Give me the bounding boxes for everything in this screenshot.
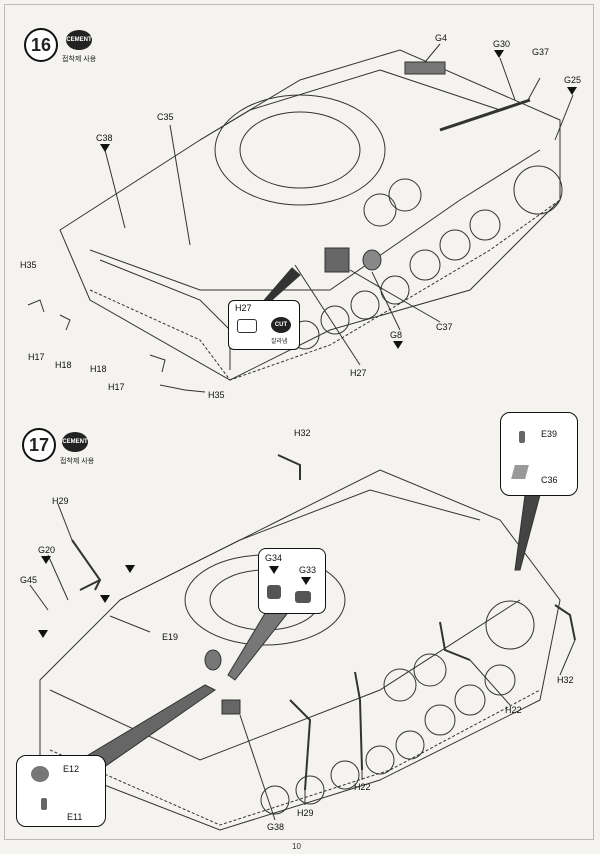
cut-icon: CUT (271, 317, 291, 333)
part-label-e39: E39 (541, 429, 558, 439)
part-label-g34: G34 (265, 553, 283, 563)
part-label-g37: G37 (532, 47, 550, 57)
part-label-g33: G33 (299, 565, 317, 575)
triangle-marker-icon (125, 565, 135, 573)
part-label-h29: H29 (52, 496, 69, 506)
part-label-h29: H29 (297, 808, 314, 818)
part-label-c36: C36 (541, 475, 558, 485)
step-17-number: 17 (22, 428, 56, 462)
triangle-marker-icon (494, 50, 504, 58)
part-label-h27: H27 (350, 368, 367, 378)
part-label-h35: H35 (208, 390, 225, 400)
inset-e39-c36: E39 C36 (500, 412, 578, 496)
part-label-h32: H32 (294, 428, 311, 438)
part-h27-icon (237, 319, 257, 333)
page-border (4, 4, 594, 840)
part-label-h27: H27 (235, 303, 252, 313)
step16-hull-drawing (27, 43, 574, 393)
part-g34-icon (267, 585, 281, 599)
part-label-h17: H17 (28, 352, 45, 362)
part-label-h17: H17 (108, 382, 125, 392)
inset-e12-e11: E12 E11 (16, 755, 106, 827)
triangle-marker-icon (100, 595, 110, 603)
triangle-marker-icon (301, 577, 311, 585)
part-label-g4: G4 (435, 33, 448, 43)
inset-g34-g33: G34 G33 (258, 548, 326, 614)
triangle-marker-icon (567, 87, 577, 95)
page-number: 10 (292, 842, 301, 851)
part-label-h32: H32 (557, 675, 574, 685)
part-c36-icon (511, 465, 529, 479)
step-16-number: 16 (24, 28, 58, 62)
step17-road-wheels (260, 600, 535, 815)
cement-icon: CEMENT (66, 30, 92, 50)
part-label-g8: G8 (390, 330, 403, 340)
part-label-g25: G25 (564, 75, 582, 85)
triangle-marker-icon (269, 566, 279, 574)
part-label-e11: E11 (67, 812, 83, 822)
part-label-g38: G38 (267, 822, 285, 832)
inset-h27-cut: H27 CUT 잘라냄 (228, 300, 300, 350)
part-label-h35: H35 (20, 260, 37, 270)
cement-instruction: 접착제 사용 (62, 56, 97, 63)
part-label-c35: C35 (157, 112, 174, 122)
part-e11-icon (41, 798, 47, 810)
triangle-marker-icon (38, 630, 48, 638)
triangle-marker-icon (100, 144, 110, 152)
part-label-e12: E12 (63, 764, 80, 774)
triangle-marker-icon (41, 556, 51, 564)
part-e12-icon (31, 766, 49, 782)
cement-instruction: 접착제 사용 (60, 458, 95, 465)
part-label-c38: C38 (96, 133, 113, 143)
part-g33-icon (295, 591, 311, 603)
triangle-marker-icon (393, 341, 403, 349)
cement-icon: CEMENT (62, 432, 88, 452)
part-label-h22: H22 (354, 782, 371, 792)
cut-instruction: 잘라냄 (271, 339, 288, 345)
part-label-e19: E19 (162, 632, 179, 642)
part-label-h22: H22 (505, 705, 522, 715)
part-label-c37: C37 (436, 322, 453, 332)
part-e39-icon (519, 431, 525, 443)
part-label-g20: G20 (38, 545, 56, 555)
part-label-g45: G45 (20, 575, 38, 585)
step17-hull-drawing (29, 454, 576, 831)
part-label-h18: H18 (55, 360, 72, 370)
part-label-g30: G30 (493, 39, 511, 49)
part-label-h18: H18 (90, 364, 107, 374)
